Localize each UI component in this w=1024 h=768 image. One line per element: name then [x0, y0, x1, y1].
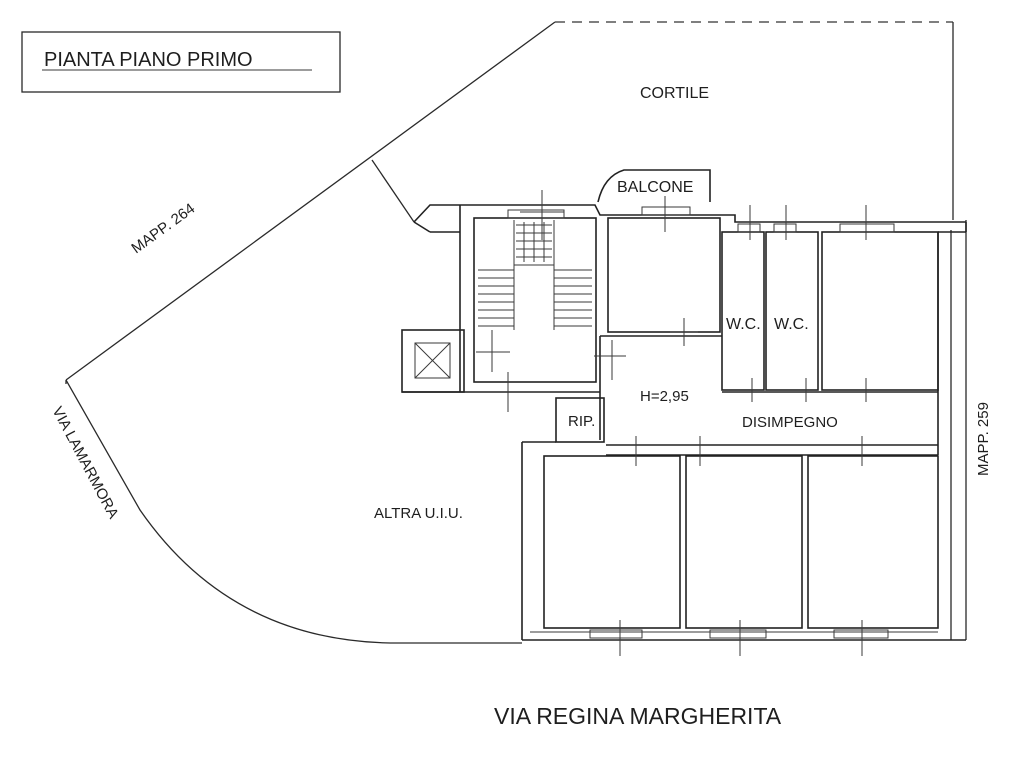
balcony-outline: [597, 169, 711, 203]
site-boundary: [65, 21, 967, 644]
label-wc-1: W.C.: [726, 316, 761, 333]
label-via-lamarmora: VIA LAMARMORA: [48, 404, 121, 522]
label-ripostiglio: RIP.: [568, 413, 595, 430]
label-mapp-259: MAPP. 259: [975, 402, 992, 476]
wc-room-1: [721, 231, 765, 391]
storage-room: [555, 397, 605, 443]
label-altra-uiu: ALTRA U.I.U.: [374, 505, 463, 522]
label-mapp-264: MAPP. 264: [128, 200, 198, 257]
plan-title: PIANTA PIANO PRIMO: [44, 49, 253, 71]
label-via-regina-margherita: VIA REGINA MARGHERITA: [494, 703, 782, 729]
label-wc-2: W.C.: [774, 316, 809, 333]
bottom-room-1: [543, 455, 681, 629]
building-walls: [401, 169, 967, 641]
label-balcone: BALCONE: [617, 179, 693, 196]
label-cortile: CORTILE: [640, 85, 709, 102]
wc-room-2: [765, 231, 819, 391]
title-block: PIANTA PIANO PRIMO: [21, 31, 341, 93]
label-disimpegno: DISIMPEGNO: [742, 414, 838, 431]
bottom-room-3: [807, 455, 939, 629]
label-height: H=2,95: [640, 388, 689, 405]
cross-marks: [476, 190, 867, 656]
bottom-room-2: [685, 455, 803, 629]
